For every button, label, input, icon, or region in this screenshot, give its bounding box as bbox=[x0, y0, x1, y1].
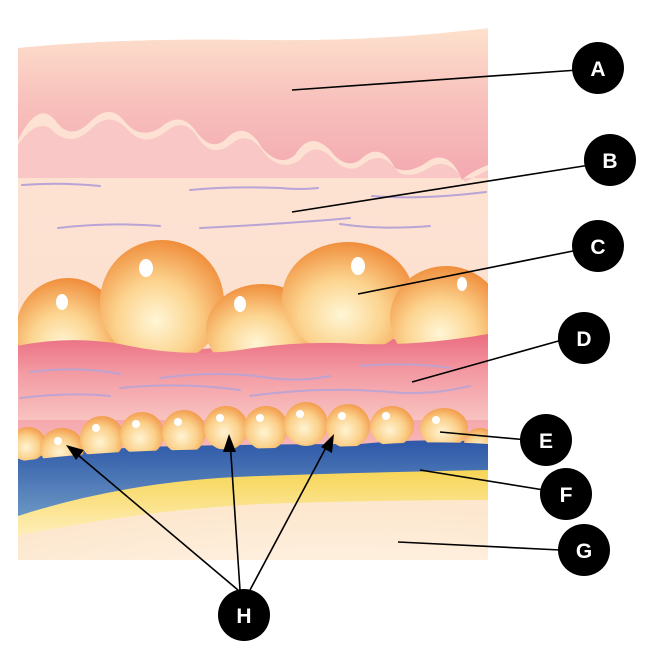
h-arrowhead-2 bbox=[223, 434, 236, 452]
leader-a bbox=[291, 69, 579, 91]
h-arrow-2 bbox=[229, 439, 241, 591]
muscle-fibers-front bbox=[19, 363, 471, 399]
h-arrow-1 bbox=[71, 449, 239, 591]
leader-g bbox=[397, 541, 561, 551]
svg-text:D: D bbox=[576, 328, 591, 351]
h-arrowhead-3 bbox=[321, 434, 334, 453]
svg-text:A: A bbox=[590, 58, 605, 81]
h-arrow-3 bbox=[249, 439, 331, 591]
leader-c bbox=[357, 249, 579, 295]
label-a: A bbox=[572, 42, 624, 94]
dermis-fibers bbox=[21, 182, 487, 229]
label-c: C bbox=[572, 220, 624, 272]
label-e: E bbox=[520, 414, 572, 466]
epidermis-fold bbox=[18, 119, 488, 182]
leader-e bbox=[439, 431, 529, 441]
h-arrows bbox=[66, 434, 334, 591]
leader-d bbox=[411, 339, 563, 383]
svg-text:H: H bbox=[236, 605, 251, 628]
label-f: F bbox=[540, 468, 592, 520]
leader-f bbox=[419, 469, 545, 491]
epidermis-layer bbox=[18, 30, 488, 180]
svg-text:F: F bbox=[560, 484, 573, 507]
leader-b bbox=[291, 164, 591, 213]
svg-text:C: C bbox=[590, 236, 605, 259]
muscle-top-edge bbox=[18, 334, 488, 420]
label-h: H bbox=[218, 589, 270, 641]
h-arrowhead-1 bbox=[66, 445, 84, 460]
svg-text:G: G bbox=[576, 540, 592, 563]
label-d: D bbox=[558, 312, 610, 364]
callout-lines bbox=[291, 69, 591, 551]
svg-text:B: B bbox=[602, 150, 617, 173]
label-g: G bbox=[558, 524, 610, 576]
svg-text:E: E bbox=[539, 430, 553, 453]
fascia-top-edge bbox=[18, 442, 488, 522]
label-b: B bbox=[584, 134, 636, 186]
